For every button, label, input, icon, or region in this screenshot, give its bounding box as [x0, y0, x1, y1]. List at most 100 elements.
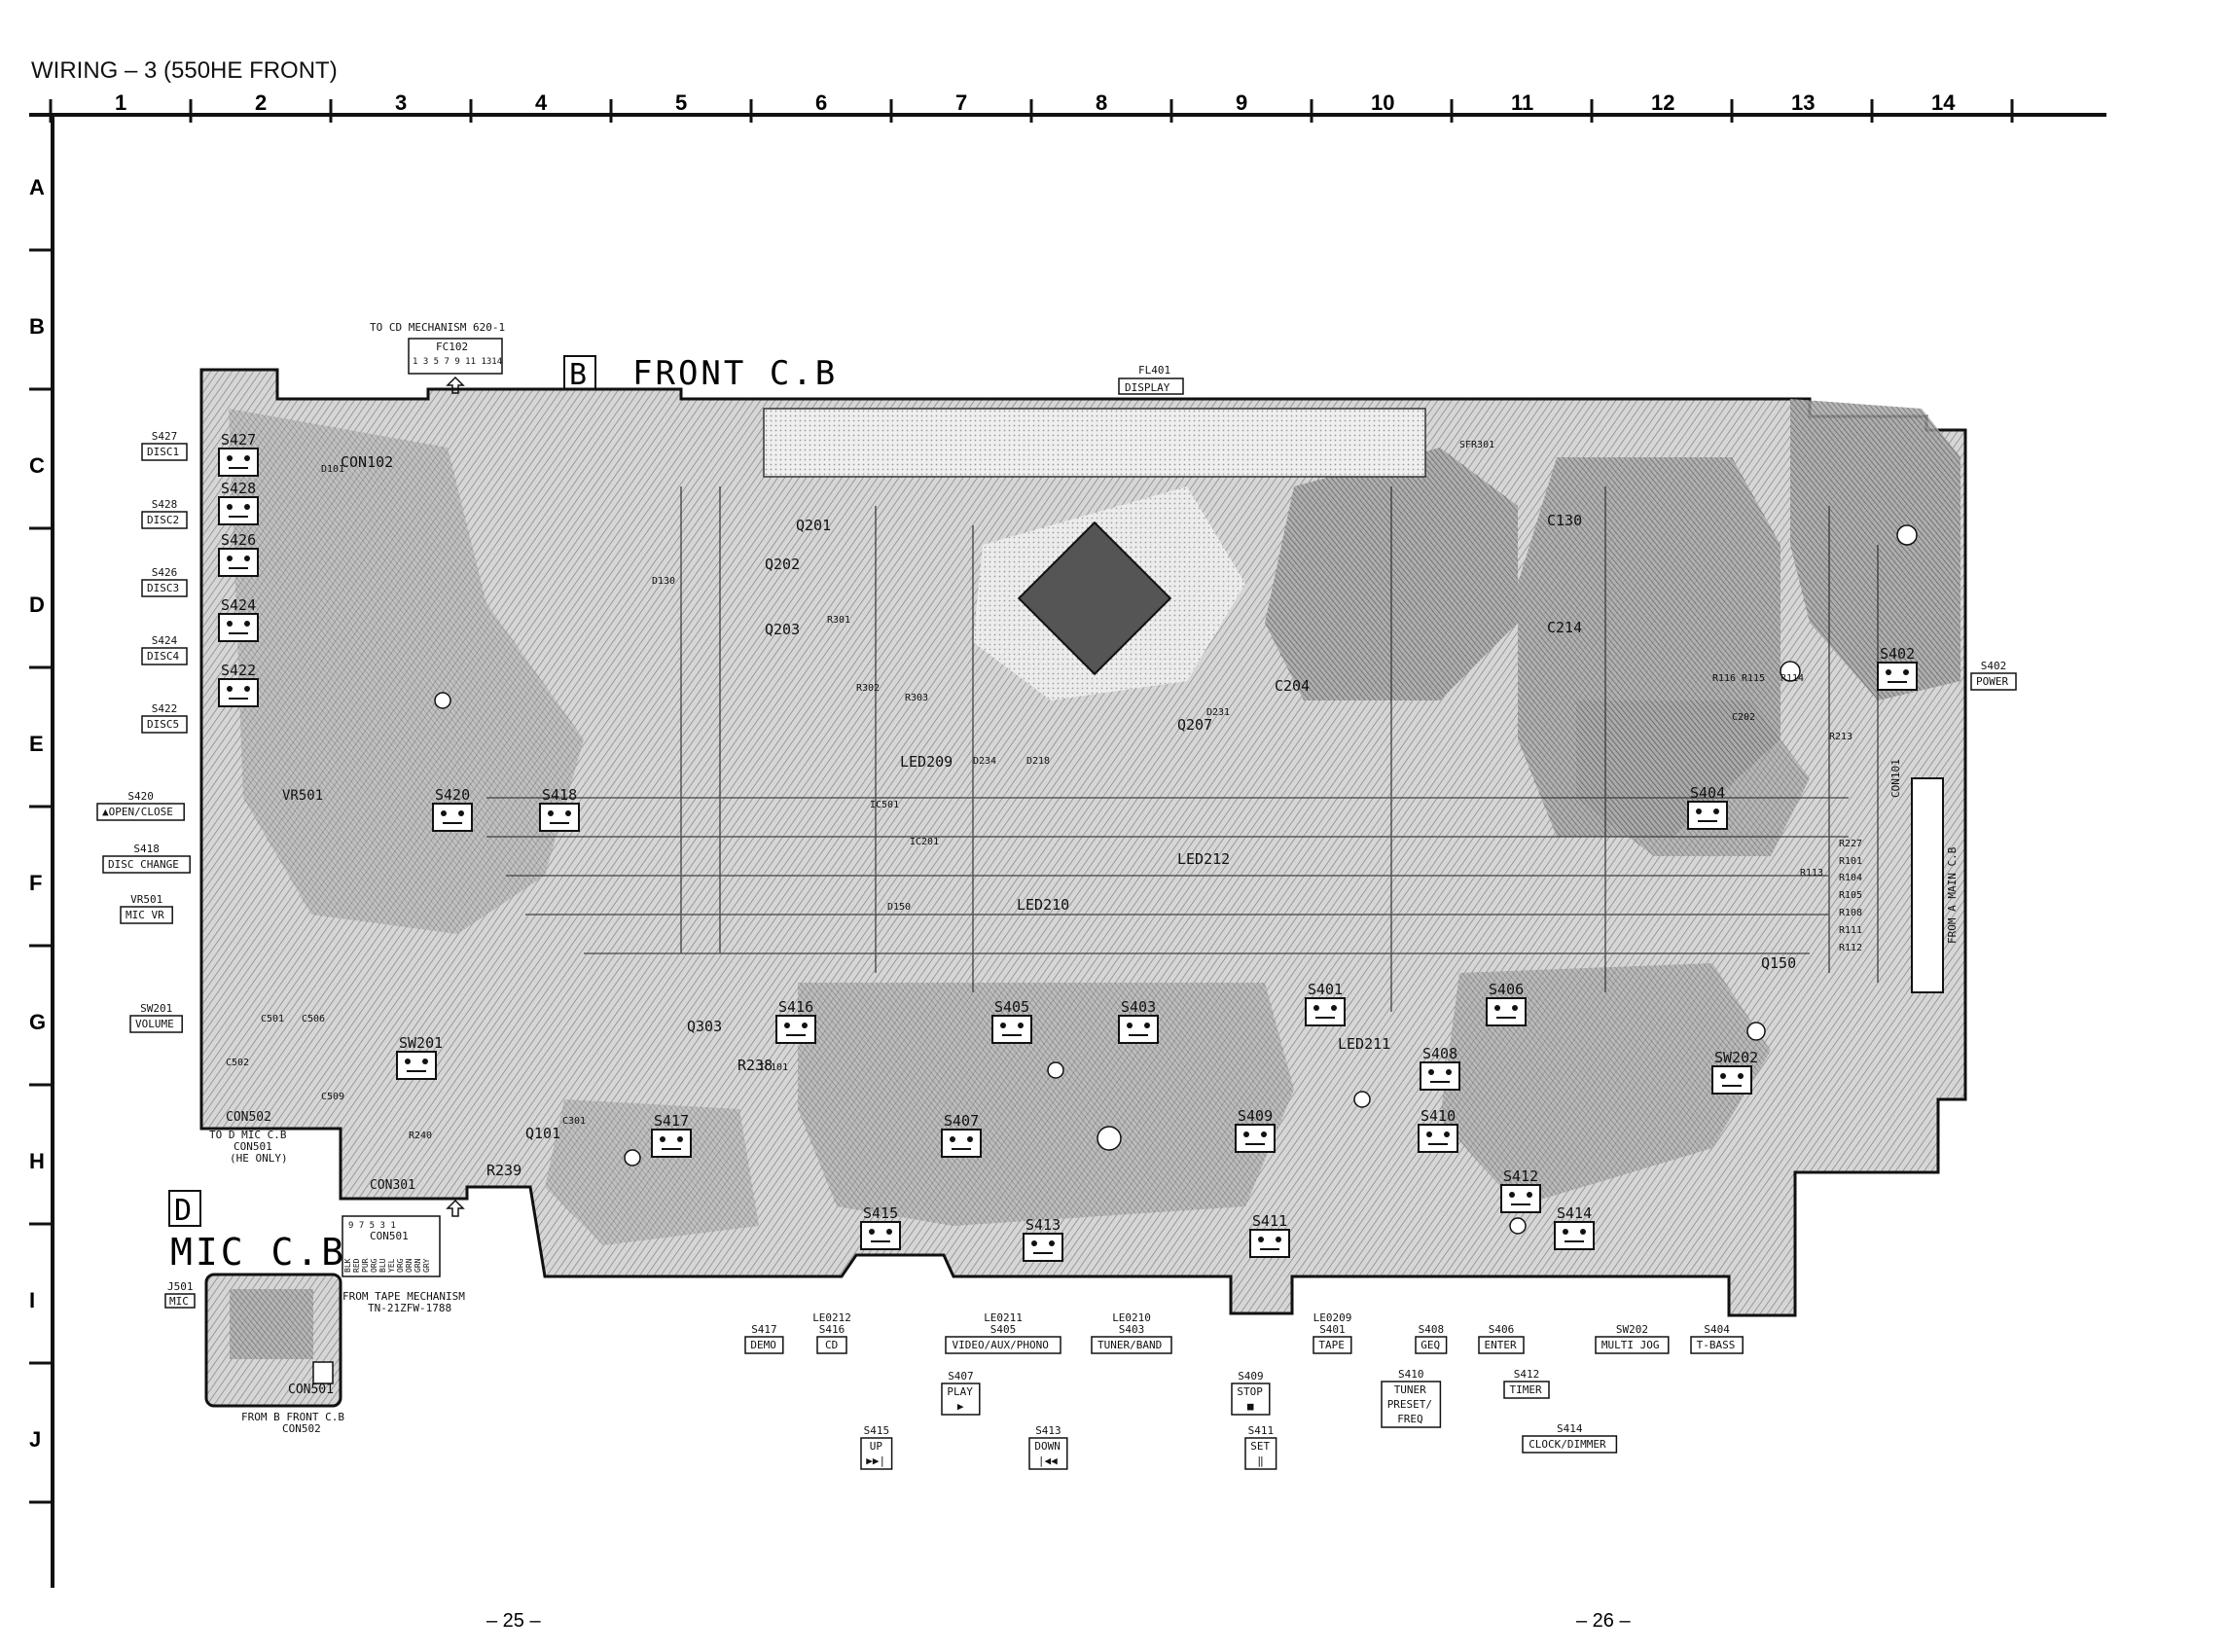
svg-text:■: ■ [1247, 1400, 1254, 1413]
switch-s405: S405 [991, 998, 1032, 1044]
svg-text:DOWN: DOWN [1034, 1440, 1061, 1453]
svg-text:B: B [569, 358, 587, 392]
row-label: G [29, 1010, 46, 1034]
svg-text:POWER: POWER [1976, 675, 2008, 688]
svg-text:SET: SET [1250, 1440, 1270, 1453]
svg-text:TAPE: TAPE [1318, 1339, 1345, 1351]
svg-text:SW201: SW201 [399, 1034, 443, 1052]
svg-text:FREQ: FREQ [1397, 1413, 1423, 1425]
wire-color-label: BLU [378, 1258, 387, 1273]
column-label: 8 [1096, 90, 1107, 115]
switch-s412: S412 [1500, 1167, 1541, 1213]
component-ref: C204 [1275, 677, 1310, 695]
svg-text:S409: S409 [1238, 1107, 1273, 1125]
component-ref: Q201 [796, 517, 831, 534]
switch-s408: S408 [1420, 1045, 1460, 1091]
svg-text:▶▶|: ▶▶| [866, 1454, 885, 1467]
svg-text:S401: S401 [1319, 1323, 1346, 1336]
fl401-label: DISPLAY [1125, 381, 1170, 394]
component-ref: R227 [1839, 839, 1862, 849]
from-main-cb-note: FROM A MAIN C.B [1946, 846, 1959, 944]
svg-text:TUNER/BAND: TUNER/BAND [1097, 1339, 1162, 1351]
switch-s401: S401 [1305, 981, 1346, 1026]
svg-text:TUNER: TUNER [1394, 1383, 1426, 1396]
component-ref: SFR301 [1459, 440, 1494, 450]
vr501-ref: VR501 [282, 788, 323, 804]
switch-sw202: SW202 [1711, 1049, 1758, 1095]
component-ref: IC201 [910, 837, 939, 847]
switch-s407: S407 [941, 1112, 982, 1158]
column-label: 14 [1931, 90, 1956, 115]
svg-text:S428: S428 [152, 498, 178, 511]
component-ref: CON102 [341, 453, 393, 471]
svg-text:‖: ‖ [1257, 1454, 1264, 1467]
wire-color-label: GRN [414, 1258, 422, 1273]
component-ref: R301 [827, 615, 850, 626]
fc102-ref: FC102 [436, 341, 468, 353]
switch-sw201: SW201 [396, 1034, 443, 1080]
svg-text:▲OPEN/CLOSE: ▲OPEN/CLOSE [102, 806, 173, 818]
svg-text:FRONT C.B: FRONT C.B [632, 354, 838, 393]
svg-text:S405: S405 [994, 998, 1029, 1016]
tape-mech-note: FROM TAPE MECHANISM [342, 1290, 465, 1303]
from-front-note: FROM B FRONT C.B [241, 1411, 344, 1423]
switch-s418: S418 [539, 786, 580, 832]
component-ref: R113 [1800, 868, 1823, 879]
svg-text:S418: S418 [542, 786, 577, 804]
svg-text:S418: S418 [133, 843, 160, 855]
page-number-left: – 25 – [486, 1610, 541, 1632]
wire-color-label: GRY [422, 1258, 431, 1273]
row-label: C [29, 453, 45, 478]
svg-text:PRESET/: PRESET/ [1387, 1398, 1432, 1411]
column-label: 10 [1371, 90, 1394, 115]
component-ref: IC501 [870, 800, 899, 810]
svg-text:SW201: SW201 [140, 1002, 172, 1015]
svg-text:GEQ: GEQ [1421, 1339, 1440, 1351]
component-ref: D231 [1206, 707, 1230, 718]
svg-text:S414: S414 [1557, 1204, 1592, 1222]
svg-text:S404: S404 [1704, 1323, 1730, 1336]
column-label: 2 [255, 90, 267, 115]
svg-text:S401: S401 [1308, 981, 1343, 998]
component-ref: R111 [1839, 925, 1862, 936]
svg-text:S412: S412 [1503, 1167, 1538, 1185]
svg-text:S426: S426 [152, 566, 178, 579]
svg-text:S417: S417 [751, 1323, 777, 1336]
component-ref: C301 [562, 1116, 586, 1127]
svg-text:S406: S406 [1489, 981, 1524, 998]
svg-text:S403: S403 [1121, 998, 1156, 1016]
svg-text:D: D [174, 1194, 192, 1228]
switch-s410: S410 [1418, 1107, 1458, 1153]
svg-text:S411: S411 [1252, 1212, 1287, 1230]
wire-color-label: RED [352, 1258, 361, 1273]
svg-text:DISC4: DISC4 [147, 650, 179, 663]
svg-text:VIDEO/AUX/PHONO: VIDEO/AUX/PHONO [953, 1339, 1049, 1351]
svg-text:S410: S410 [1398, 1368, 1424, 1381]
fl401-ref: FL401 [1138, 364, 1170, 377]
svg-text:S405: S405 [990, 1323, 1017, 1336]
front-circuit-board [199, 368, 1967, 1317]
switch-s409: S409 [1235, 1107, 1276, 1153]
svg-text:STOP: STOP [1237, 1385, 1263, 1398]
svg-text:LE0211: LE0211 [984, 1311, 1023, 1324]
